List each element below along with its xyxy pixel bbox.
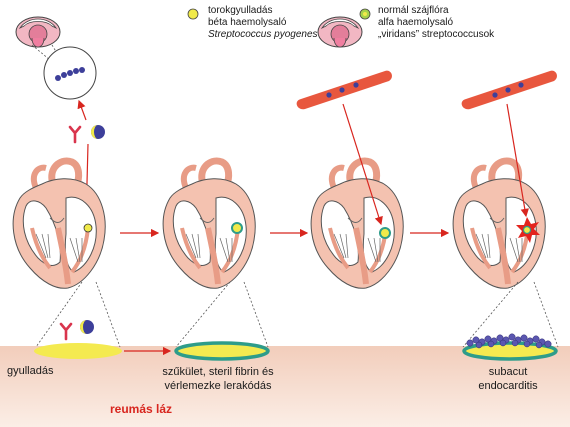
legend-beta-block: torokgyulladás béta haemolysaló Streptoc…: [208, 5, 318, 41]
mouth-icon-left: [15, 16, 61, 48]
blood-vessel-2: [461, 70, 557, 110]
valve-marker-3: [379, 227, 391, 239]
blood-vessel-1: [296, 70, 392, 110]
mouth-icon-right: [317, 16, 363, 48]
label-endocarditis-line2: endocarditis: [478, 380, 538, 392]
heart-1: [13, 161, 105, 288]
streptococcus-chain-icon: [55, 67, 85, 81]
label-stenosis: szűkület, steril fibrin és vérlemezke le…: [148, 365, 288, 393]
inflamed-valve-ellipse: [34, 343, 122, 359]
label-rheumatic-fever: reumás láz: [110, 402, 173, 416]
legend-beta-line1: torokgyulladás: [208, 5, 273, 16]
label-stenosis-line2: vérlemezke lerakódás: [164, 380, 272, 392]
heart-3: [311, 161, 403, 288]
stenotic-valve-ellipse: [174, 341, 270, 361]
label-endocarditis-line1: subacut: [488, 366, 528, 378]
legend-alpha-line3: „viridans” streptococcusok: [378, 29, 495, 40]
tissue-band: [0, 346, 570, 427]
legend-beta-line3: Streptococcus pyogenes: [208, 29, 318, 40]
valve-marker-1: [83, 223, 93, 233]
bacterial-vegetation-icon: [466, 333, 552, 349]
legend-alpha-block: normál szájflóra alfa haemolysaló „virid…: [378, 5, 494, 41]
label-inflammation: gyulladás: [7, 365, 54, 377]
antibody-icon-bottom: [59, 322, 73, 341]
valve-marker-2: [231, 222, 243, 234]
endocarditis-valve-ellipse: [462, 341, 558, 361]
legend-beta-line2: béta haemolysaló: [208, 17, 287, 28]
legend-circle-beta: [187, 8, 199, 20]
label-endocarditis: subacut endocarditis: [468, 365, 548, 393]
legend-alpha-line1: normál szájflóra: [378, 5, 449, 16]
antibody-icon-top: [68, 125, 82, 144]
vegetation-burst-icon: [516, 217, 540, 243]
legend-alpha-line2: alfa haemolysaló: [378, 17, 454, 28]
label-stenosis-line1: szűkület, steril fibrin és: [162, 366, 274, 378]
